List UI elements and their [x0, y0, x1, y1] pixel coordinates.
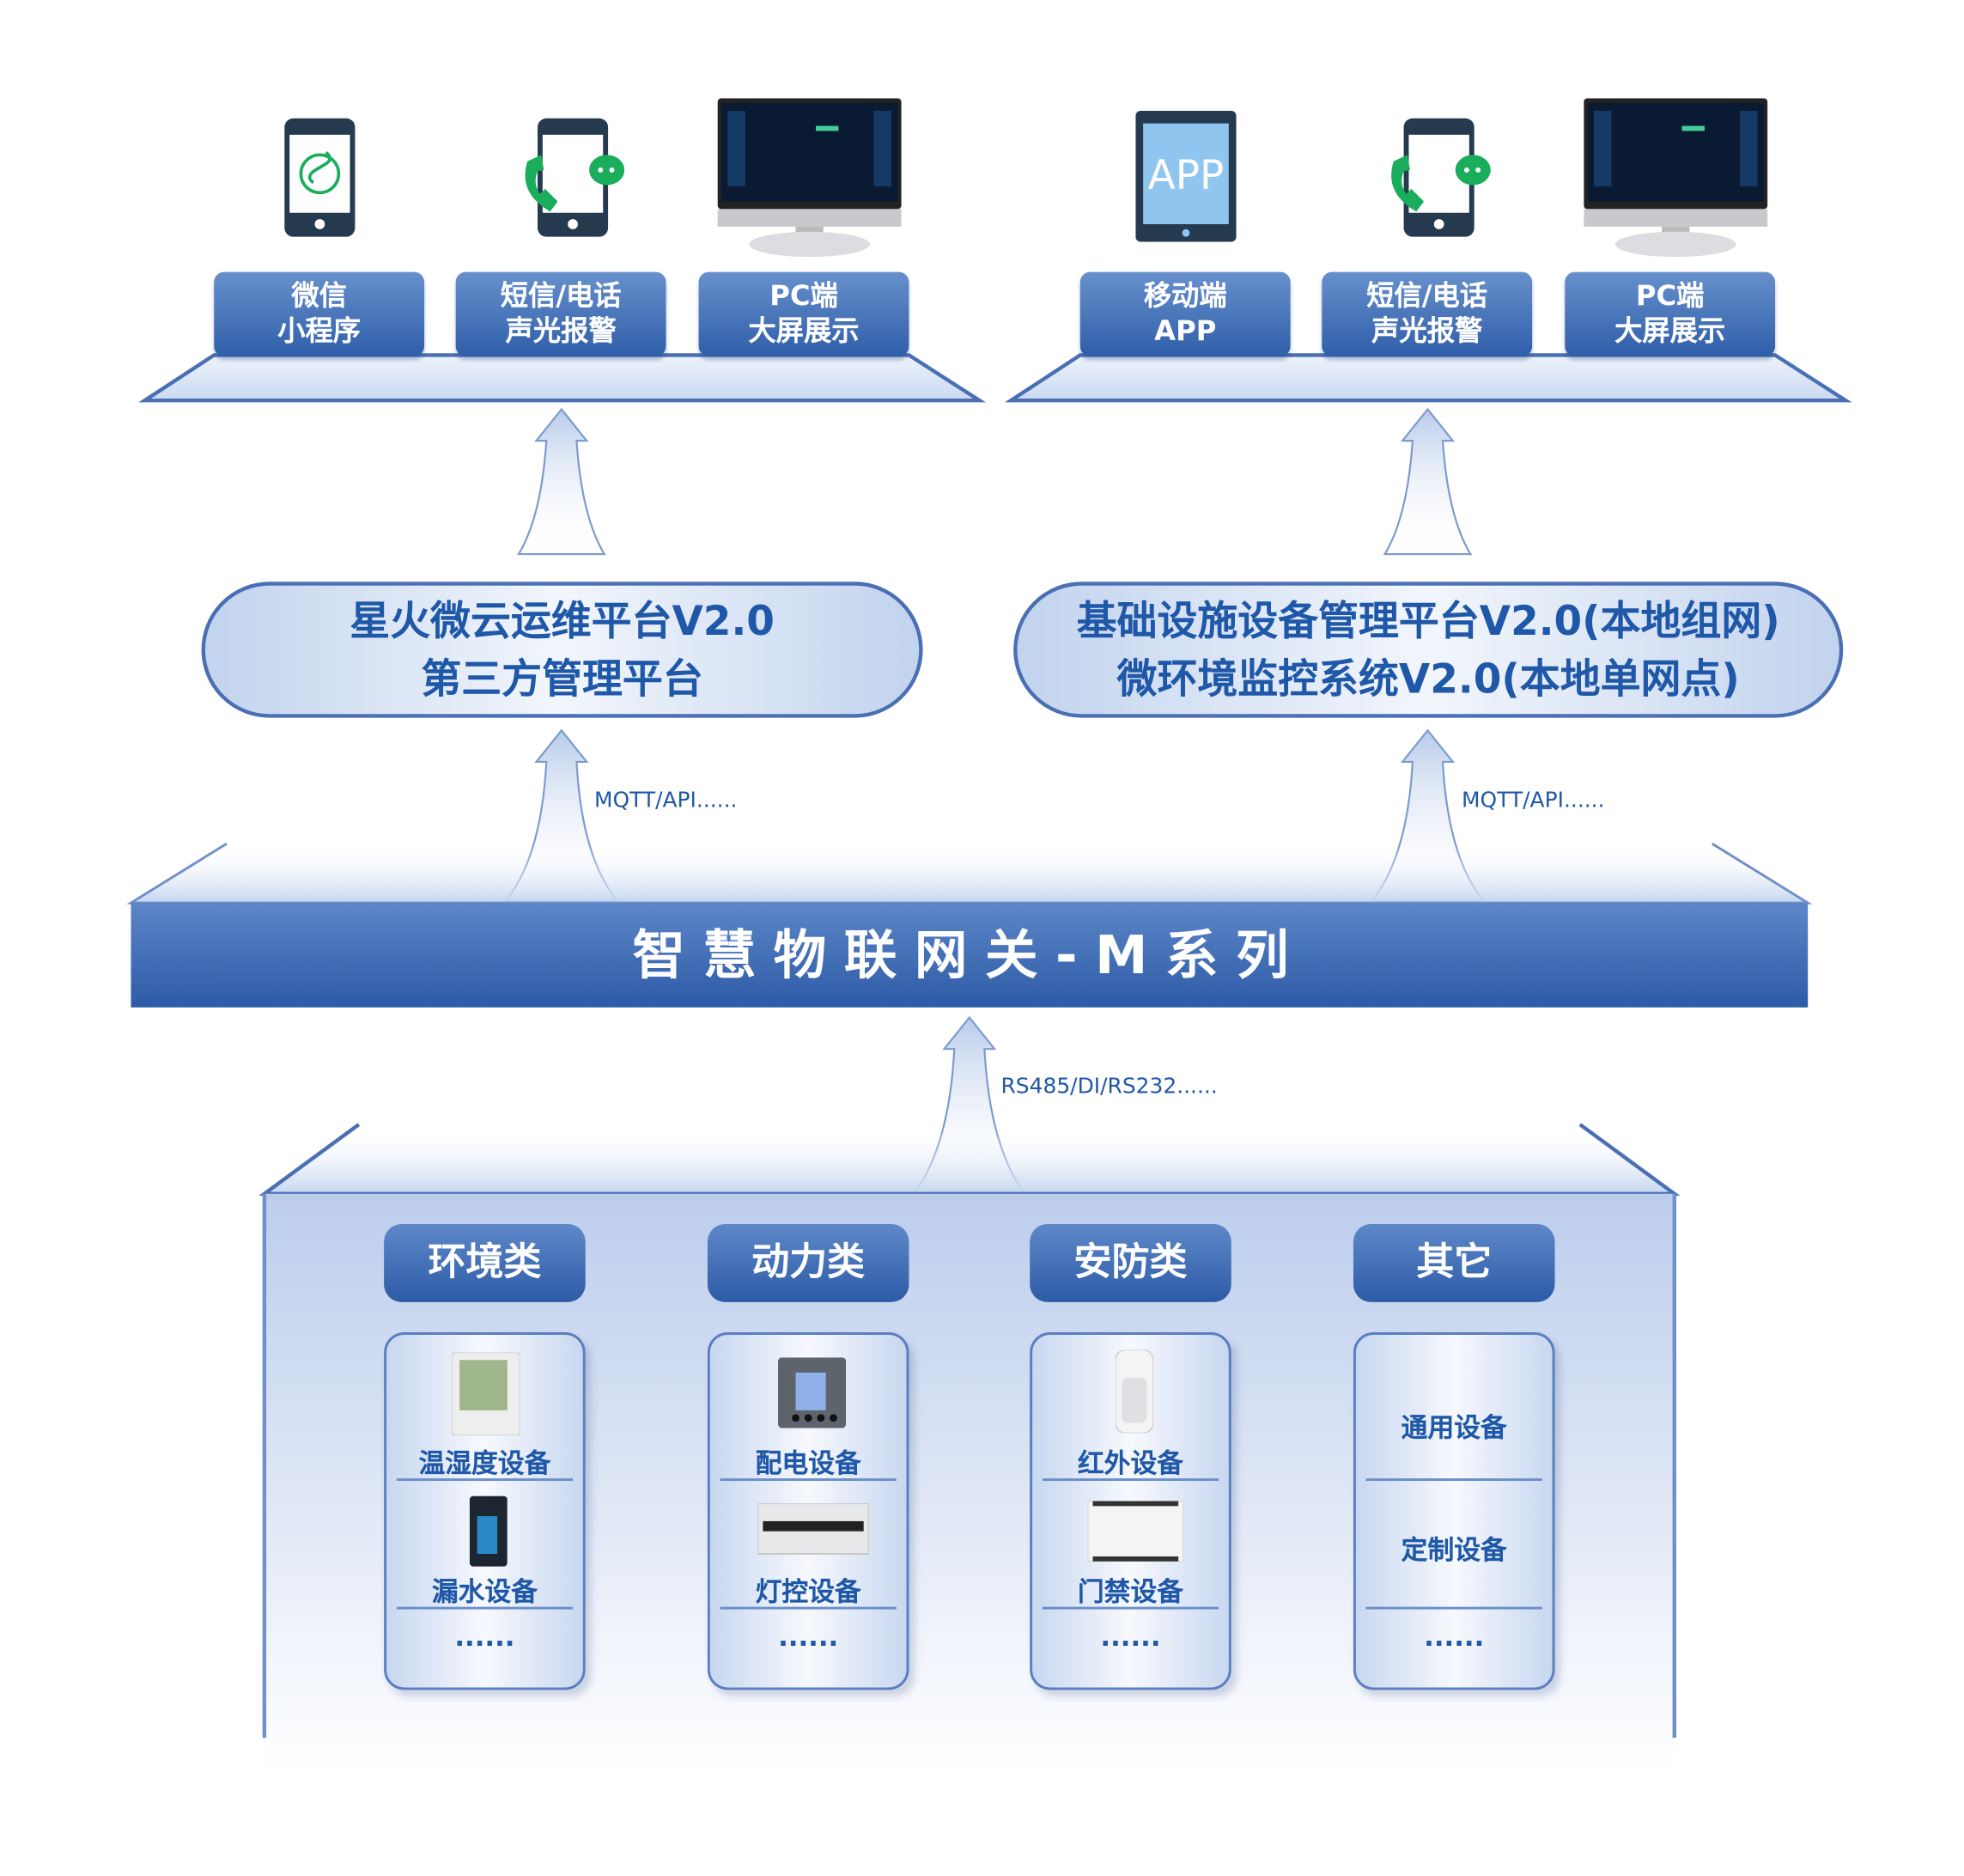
- label: PC端: [1635, 280, 1705, 312]
- protocol-label-left: MQTT/API......: [593, 788, 738, 814]
- device-item: 定制设备: [1401, 1535, 1507, 1566]
- more-items: ......: [1424, 1622, 1485, 1653]
- phone-call-message-icon: [1391, 118, 1491, 237]
- label: 声光报警: [1371, 315, 1483, 347]
- device-item: 灯控设备: [755, 1576, 861, 1607]
- water-leak-sensor-icon: [469, 1495, 508, 1567]
- label: 小程序: [277, 315, 362, 347]
- device-box-top: [264, 1124, 1675, 1194]
- protocol-label-lower: RS485/DI/RS232......: [1000, 1074, 1218, 1099]
- protocol-label-right: MQTT/API......: [1462, 788, 1605, 814]
- wechat-mini-program-phone-icon: [284, 118, 356, 237]
- label: APP: [1154, 315, 1217, 347]
- device-item: 红外设备: [1077, 1447, 1184, 1479]
- device-card-other: 通用设备 定制设备 ......: [1353, 1332, 1555, 1690]
- category-environment: 环境类: [384, 1223, 586, 1302]
- tray-right: [1004, 353, 1852, 403]
- device-item: 门禁设备: [1077, 1576, 1184, 1607]
- more-items: ......: [1100, 1622, 1161, 1653]
- label: 声光报警: [505, 315, 617, 347]
- device-card-environment: 温湿度设备 漏水设备 ......: [384, 1332, 586, 1690]
- power-meter-icon: [777, 1357, 847, 1428]
- divider: [1365, 1478, 1542, 1482]
- label: 大屏展示: [1614, 315, 1726, 347]
- divider: [1042, 1606, 1219, 1610]
- thermo-hygrometer-icon: [452, 1352, 520, 1436]
- divider: [720, 1478, 897, 1482]
- label: 移动端: [1143, 280, 1227, 312]
- client-pc-big-screen: PC端大屏展示: [698, 271, 909, 356]
- gateway-bar: 智慧物联网关-M系列: [131, 903, 1809, 1008]
- category-security: 安防类: [1030, 1223, 1231, 1302]
- device-item: 漏水设备: [431, 1576, 538, 1607]
- platform-line: 星火微云运维平台V2.0: [350, 596, 775, 645]
- client-sms-phone-alarm: 短信/电话声光报警: [455, 271, 666, 356]
- platform-line: 微环境监控系统V2.0(本地单网点): [1116, 655, 1740, 704]
- category-power: 动力类: [707, 1223, 909, 1302]
- access-control-icon: [1087, 1501, 1184, 1562]
- device-card-security: 红外设备 门禁设备 ......: [1030, 1332, 1231, 1690]
- gateway-top: [131, 844, 1809, 904]
- tray-left: [138, 353, 987, 403]
- label: PC端: [769, 280, 838, 312]
- monitor-dashboard-icon: [717, 98, 902, 258]
- divider: [1365, 1606, 1542, 1610]
- lighting-controller-icon: [757, 1503, 869, 1555]
- phone-call-message-icon: [525, 118, 625, 237]
- client-wechat-mini-program: 微信小程序: [214, 271, 425, 356]
- platform-local: 基础设施设备管理平台V2.0(本地组网) 微环境监控系统V2.0(本地单网点): [1013, 582, 1844, 718]
- label: 短信/电话: [500, 280, 622, 312]
- more-items: ......: [454, 1622, 515, 1653]
- divider: [396, 1478, 574, 1482]
- category-other: 其它: [1353, 1223, 1555, 1302]
- device-item: 配电设备: [755, 1447, 861, 1479]
- more-items: ......: [778, 1622, 839, 1653]
- platform-line: 基础设施设备管理平台V2.0(本地组网): [1076, 596, 1780, 645]
- divider: [1042, 1478, 1219, 1482]
- label: 短信/电话: [1366, 280, 1488, 312]
- platform-cloud: 星火微云运维平台V2.0 第三方管理平台: [201, 582, 923, 718]
- label: 大屏展示: [748, 315, 860, 347]
- app-text: APP: [1148, 152, 1225, 199]
- label: 微信: [291, 280, 347, 312]
- infrared-sensor-icon: [1115, 1349, 1153, 1434]
- platform-line: 第三方管理平台: [421, 655, 703, 704]
- client-sms-phone-alarm: 短信/电话声光报警: [1322, 271, 1533, 356]
- tablet-app-icon: APP: [1135, 111, 1237, 242]
- divider: [720, 1606, 897, 1610]
- divider: [396, 1606, 574, 1610]
- device-item: 通用设备: [1401, 1412, 1507, 1444]
- monitor-dashboard-icon: [1584, 98, 1768, 258]
- device-card-power: 配电设备 灯控设备 ......: [707, 1332, 909, 1690]
- client-pc-big-screen: PC端大屏展示: [1565, 271, 1776, 356]
- device-item: 温湿度设备: [418, 1447, 551, 1479]
